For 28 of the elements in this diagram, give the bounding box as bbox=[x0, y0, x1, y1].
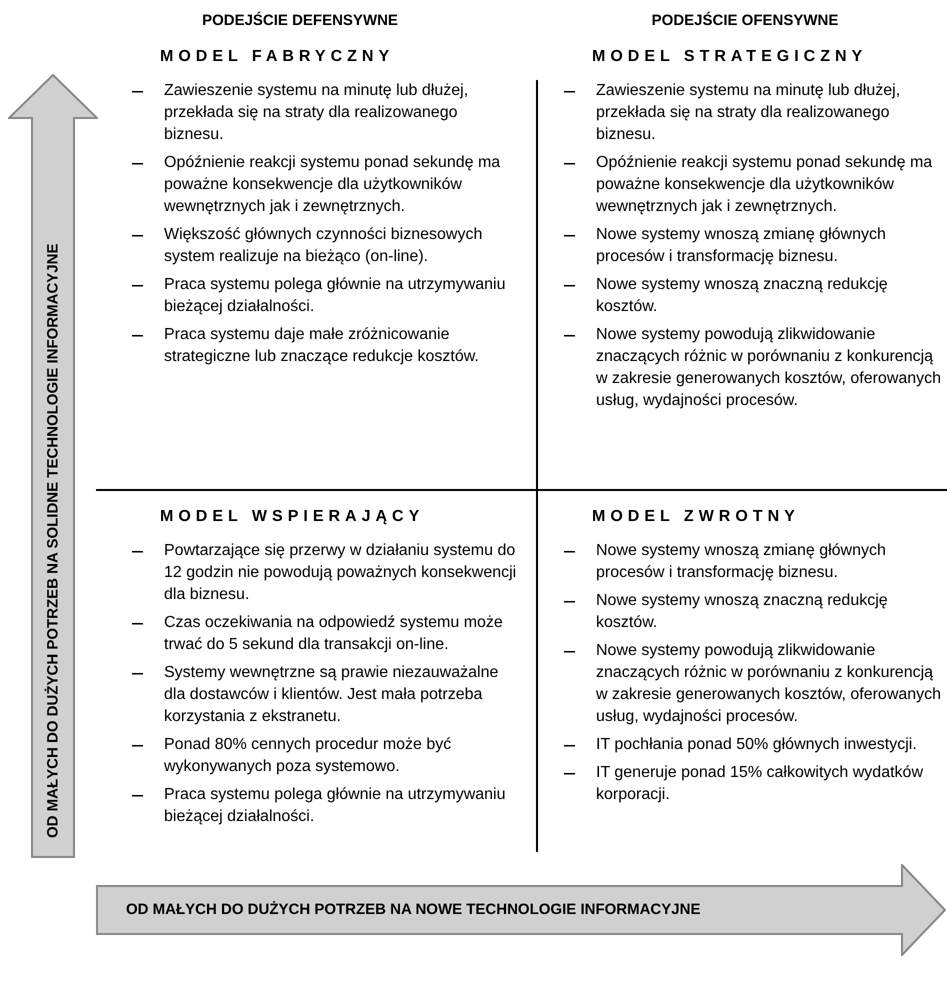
bullet-text: Nowe systemy wnoszą znaczną redukcję kosztów. bbox=[596, 592, 888, 631]
bullet-text: Zawieszenie systemu na minutę lub dłużej, przekłada się na straty dla realizowanego biznesu. bbox=[596, 82, 900, 143]
bullet-text: Nowe systemy powodują zlikwidowanie znaczących różnic w porównaniu z konkurencją w zakresie generowanych kosztów, oferowanych usług, wydajności procesów. bbox=[596, 326, 942, 409]
model-heading: MODEL WSPIERAJĄCY bbox=[160, 508, 424, 526]
bullet-text: Praca systemu daje małe zróżnicowanie strategiczne lub znaczące redukcje kosztów. bbox=[164, 326, 479, 365]
bullet-text: Praca systemu polega głównie na utrzymywaniu bieżącej działalności. bbox=[164, 276, 506, 315]
axis-label: OD MAŁYCH DO DUŻYCH POTRZEB NA NOWE TECHNOLOGIE INFORMACYJNE bbox=[126, 901, 700, 918]
bullet-text: Opóźnienie reakcji systemu ponad sekundę ma poważne konsekwencje dla użytkowników wewnętrznych jak i zewnętrznych. bbox=[164, 154, 500, 215]
bullet-text: Praca systemu polega głównie na utrzymywaniu bieżącej działalności. bbox=[164, 786, 506, 825]
bullet-text: Nowe systemy wnoszą zmianę głównych procesów i transformację biznesu. bbox=[596, 542, 886, 581]
column-heading: PODEJŚCIE DEFENSYWNE bbox=[201, 12, 399, 29]
model-heading: MODEL STRATEGICZNY bbox=[592, 48, 868, 66]
model-heading: MODEL ZWROTNY bbox=[592, 508, 800, 526]
model-heading: MODEL FABRYCZNY bbox=[160, 48, 394, 66]
bullet-text: IT pochłania ponad 50% głównych inwestycji. bbox=[596, 736, 917, 753]
column-heading: PODEJŚCIE OFENSYWNE bbox=[650, 12, 840, 29]
bullet-text: Większość głównych czynności biznesowych system realizuje na bieżąco (on-line). bbox=[164, 226, 482, 265]
bullet-text: Nowe systemy wnoszą znaczną redukcję kosztów. bbox=[596, 276, 888, 315]
bullet-text: Opóźnienie reakcji systemu ponad sekundę ma poważne konsekwencje dla użytkowników wewnętrznych jak i zewnętrznych. bbox=[596, 154, 932, 215]
bullet-text: Systemy wewnętrzne są prawie niezauważalne dla dostawców i klientów. Jest mała potrzeba korzystania z ekstranetu. bbox=[164, 664, 498, 725]
bullet-text: Powtarzające się przerwy w działaniu systemu do 12 godzin nie powodują poważnych konsekwencji dla biznesu. bbox=[164, 542, 516, 603]
bullet-text: Zawieszenie systemu na minutę lub dłużej, przekłada się na straty dla realizowanego biznesu. bbox=[164, 82, 468, 143]
bullet-text: Nowe systemy powodują zlikwidowanie znaczących różnic w porównaniu z konkurencją w zakresie generowanych kosztów, oferowanych usług, wydajności procesów. bbox=[596, 642, 942, 725]
axis-label: OD MAŁYCH DO DUŻYCH POTRZEB NA SOLIDNE TECHNOLOGIE INFORMACYJNE bbox=[44, 244, 62, 838]
bullet-text: Ponad 80% cennych procedur może być wykonywanych poza systemowo. bbox=[164, 736, 452, 775]
bullet-text: IT generuje ponad 15% całkowitych wydatków korporacji. bbox=[596, 764, 923, 803]
bullet-text: Nowe systemy wnoszą zmianę głównych procesów i transformację biznesu. bbox=[596, 226, 886, 265]
bullet-text: Czas oczekiwania na odpowiedź systemu może trwać do 5 sekund dla transakcji on-line. bbox=[164, 614, 503, 653]
